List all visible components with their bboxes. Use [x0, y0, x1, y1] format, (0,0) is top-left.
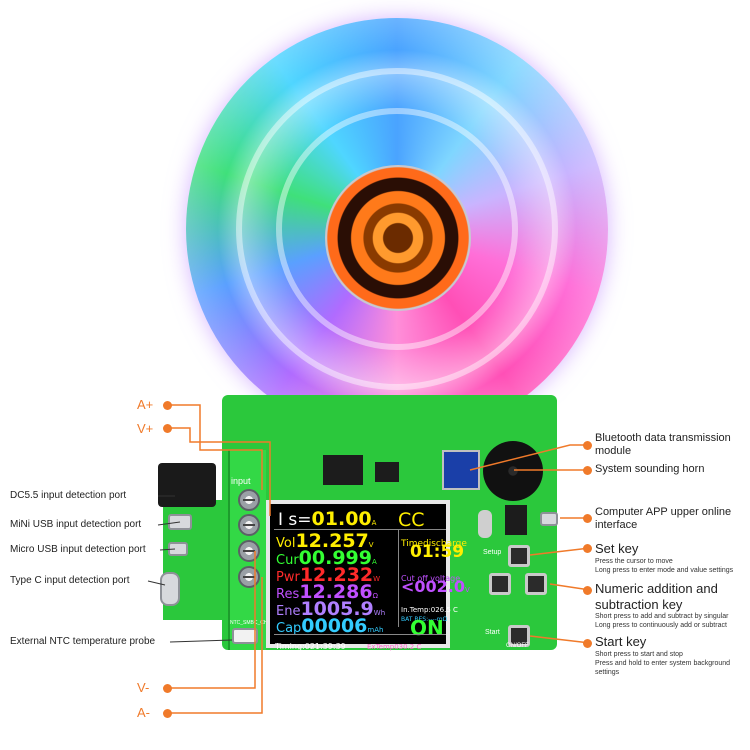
chip	[375, 462, 399, 482]
vol-value: 12.257	[295, 530, 369, 552]
callout-dot	[163, 401, 172, 410]
start-label: Start	[485, 629, 500, 636]
pin-v-minus: V-	[137, 680, 150, 695]
lcd-screen: I s=01.00A CC Vol12.257V Cur00.999A Pwr1…	[266, 500, 470, 651]
start-desc-1: Short press to start and stop	[595, 650, 683, 658]
controller-chip	[323, 455, 363, 485]
callout-dot	[163, 709, 172, 718]
type-c-port	[160, 572, 180, 606]
timed-label: Timedischarge	[401, 539, 467, 549]
callout-dot	[583, 639, 592, 648]
start-desc-2: Press and hold to enter system backgroun…	[595, 659, 731, 676]
callout-dot	[583, 586, 592, 595]
onoff-label: ON/OFF	[506, 643, 529, 649]
batres: BAT RES:----mΩ	[401, 616, 448, 623]
bluetooth-title: Bluetooth data transmission module	[595, 432, 731, 458]
cap-value: 00006	[301, 615, 368, 637]
mode-value: CC	[398, 509, 425, 531]
ntc-callout: External NTC temperature probe	[10, 636, 156, 647]
numeric-title: Numeric addition and subtraction key	[595, 581, 718, 612]
ntc-label: NTC_SMBC_CHGR	[230, 620, 276, 626]
divider	[274, 529, 446, 530]
cutoff-unit: V	[465, 586, 470, 594]
timing: Timing:021:39:39	[275, 642, 346, 651]
callout-dot	[583, 514, 592, 523]
start-title: Start key	[595, 634, 647, 649]
callout-dot	[583, 441, 592, 450]
ntc-connector	[232, 628, 258, 644]
ene-unit: Wh	[373, 609, 386, 617]
timed-value: 01:59	[410, 542, 465, 562]
numeric-callout: Numeric addition and subtraction key Sho…	[595, 581, 747, 630]
callout-dot	[583, 544, 592, 553]
cap-label: Cap	[276, 621, 302, 636]
horn-callout: System sounding horn	[595, 463, 745, 476]
pin-a-plus: A+	[137, 397, 154, 412]
micro-usb-callout: Micro USB input detection port	[10, 544, 146, 555]
fan-ring	[276, 108, 518, 350]
cap-unit: mAh	[367, 626, 384, 634]
fan-hub	[325, 165, 471, 311]
cur-label: Cur	[276, 553, 299, 568]
pwr-value: 12.232	[299, 564, 374, 586]
res-unit: Ω	[372, 592, 378, 600]
cutoff-label: Cut off voltage	[401, 574, 461, 583]
cur-value: 00.999	[298, 547, 372, 569]
set-desc-2: Long press to enter mode and value setti…	[595, 566, 734, 574]
app-usb-port	[540, 512, 558, 526]
plus-button[interactable]	[525, 573, 547, 595]
vol-label: Vol	[276, 536, 296, 551]
res-value: 12.286	[299, 581, 373, 603]
bluetooth-callout: Bluetooth data transmission module	[595, 432, 745, 458]
res-label: Res	[276, 587, 300, 602]
divider	[274, 634, 446, 635]
input-label: input	[231, 476, 251, 486]
start-callout: Start key Short press to start and stop …	[595, 634, 747, 677]
set-title: Set key	[595, 541, 639, 556]
numeric-desc-1: Short press to add and subtract by singu…	[595, 613, 729, 621]
minus-button[interactable]	[489, 573, 511, 595]
chip	[505, 505, 527, 535]
type-c-callout: Type C input detection port	[10, 575, 130, 586]
is-label: I s=	[278, 510, 312, 530]
ene-label: Ene	[276, 604, 301, 619]
buzzer	[483, 441, 543, 501]
ene-value: 1005.9	[300, 598, 374, 620]
callout-dot	[163, 684, 172, 693]
pin-a-minus: A-	[137, 705, 150, 720]
extemp: ExTemp030.2 C	[367, 643, 422, 651]
callout-dot	[163, 424, 172, 433]
screw-terminal-a-plus	[238, 489, 260, 511]
crystal	[478, 510, 492, 538]
is-value: 01.00	[311, 508, 372, 530]
set-desc-1: Press the cursor to move	[595, 557, 673, 565]
app-callout: Computer APP upper online interface	[595, 506, 745, 532]
bluetooth-module	[442, 450, 480, 490]
is-unit: A	[371, 519, 377, 527]
cur-unit: A	[372, 558, 377, 566]
pwr-label: Pwr	[276, 570, 300, 585]
set-callout: Set key Press the cursor to move Long pr…	[595, 541, 747, 575]
divider	[398, 529, 399, 627]
screw-terminal-v-plus	[238, 514, 260, 536]
start-button[interactable]	[508, 625, 530, 647]
intemp: In.Temp:026.5 C	[401, 606, 458, 614]
state-value: ON	[410, 616, 444, 640]
dc55-callout: DC5.5 input detection port	[10, 490, 127, 501]
mini-usb-callout: MiNi USB input detection port	[10, 519, 142, 530]
vol-unit: V	[368, 541, 374, 549]
callout-dot	[583, 466, 592, 475]
numeric-desc-2: Long press to continuously add or subtra…	[595, 622, 727, 630]
setup-label: Setup	[483, 549, 502, 556]
app-title: Computer APP upper online interface	[595, 506, 732, 532]
setup-button[interactable]	[508, 545, 530, 567]
dc55-jack	[158, 463, 216, 507]
pwr-unit: W	[373, 575, 381, 583]
fan-ring	[236, 68, 558, 390]
pin-v-plus: V+	[137, 421, 154, 436]
horn-title: System sounding horn	[595, 463, 705, 475]
cutoff-value: <002.0	[401, 577, 466, 596]
